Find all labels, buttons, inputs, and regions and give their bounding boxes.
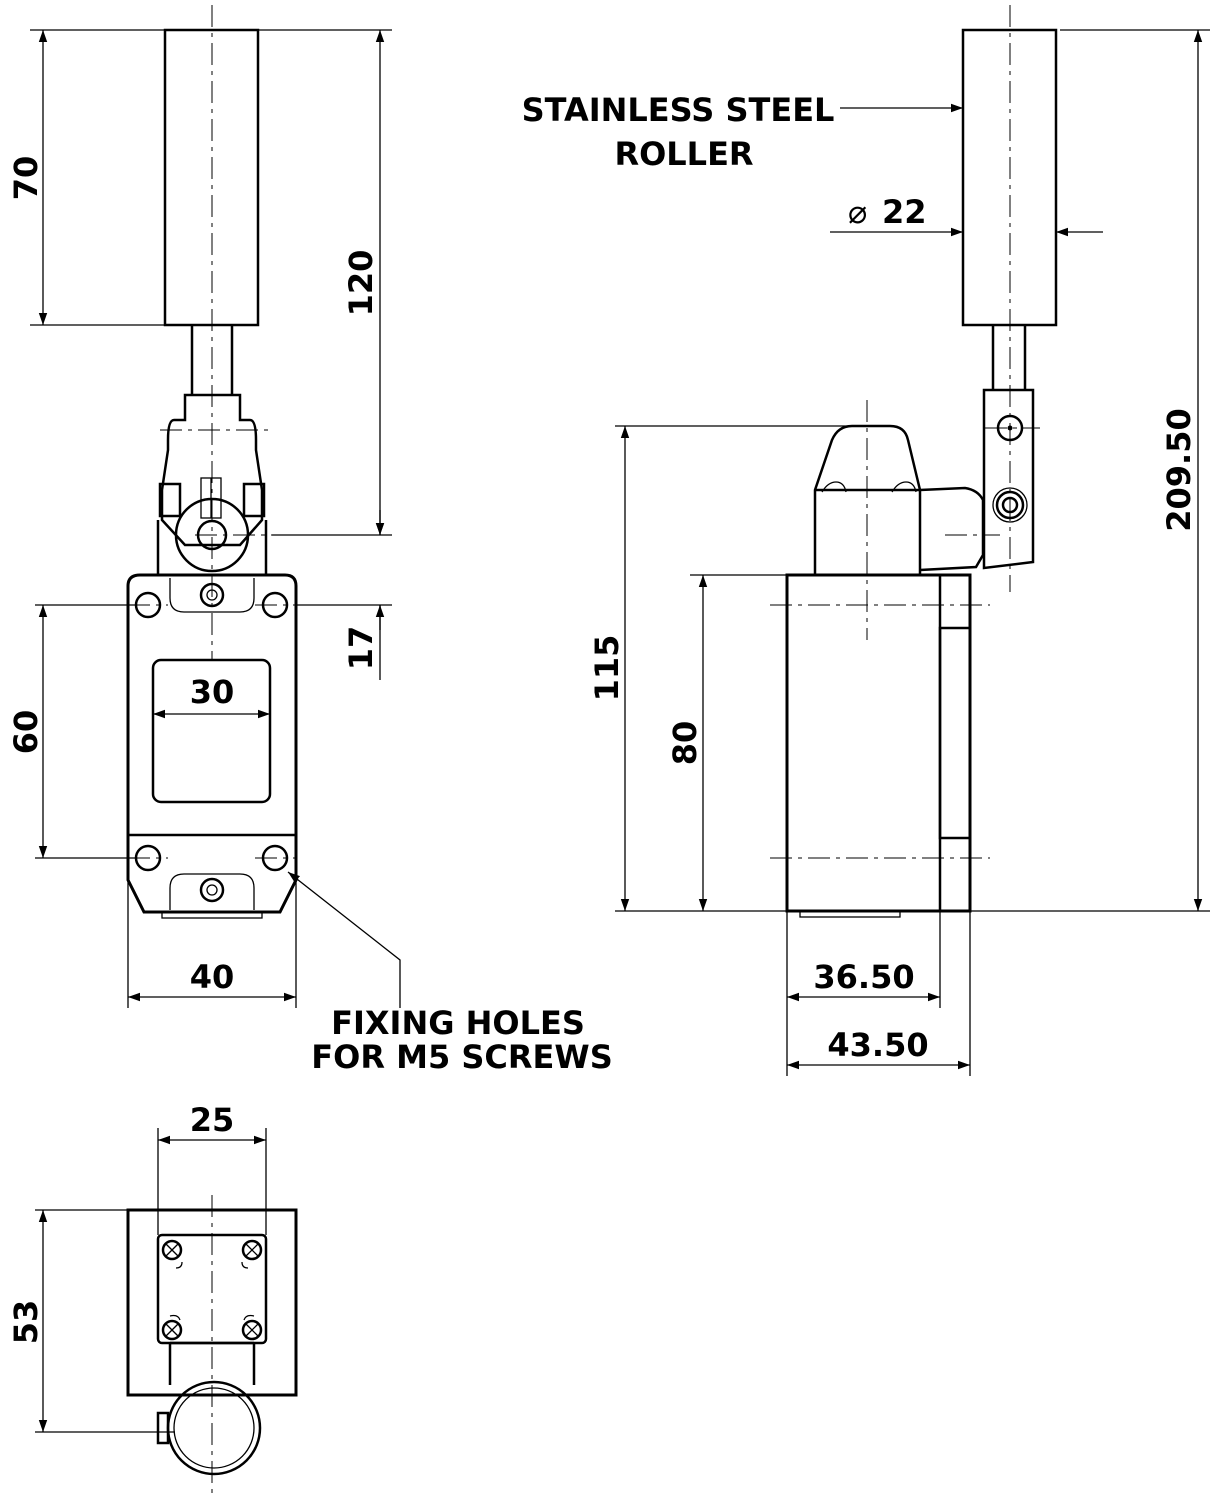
switch-body-front bbox=[126, 573, 298, 914]
body-top bbox=[126, 1208, 298, 1397]
dim-total-height: 209.50 bbox=[1160, 408, 1198, 531]
front-dimensions: 70 120 17 60 30 40 FIXING HOLES FOR M5 S… bbox=[7, 29, 613, 1076]
note-fixing-holes-line2: FOR M5 SCREWS bbox=[311, 1038, 612, 1076]
dim-roller-length: 70 bbox=[7, 156, 45, 201]
dim-top-depth: 53 bbox=[7, 1300, 45, 1345]
window bbox=[151, 658, 272, 804]
note-fixing-holes-line1: FIXING HOLES bbox=[331, 1004, 585, 1042]
front-view bbox=[126, 5, 380, 919]
dim-body-depth: 36.50 bbox=[813, 958, 914, 996]
note-roller-line1: STAINLESS STEEL bbox=[522, 91, 835, 129]
dim-body-height: 80 bbox=[666, 721, 704, 766]
dim-diameter-symbol: ⌀ bbox=[848, 193, 867, 231]
switch-body-side bbox=[785, 573, 972, 913]
dim-top-width: 25 bbox=[190, 1101, 235, 1139]
dim-mount-hole-vertical: 60 bbox=[7, 710, 45, 755]
dim-total-depth: 43.50 bbox=[827, 1026, 928, 1064]
top-dimensions: 25 53 bbox=[7, 1101, 267, 1433]
dim-body-width: 40 bbox=[190, 958, 235, 996]
dim-roller-diameter: 22 bbox=[882, 193, 927, 231]
note-roller-line2: ROLLER bbox=[614, 135, 753, 173]
side-dimensions: STAINLESS STEEL ROLLER ⌀ 22 209.50 115 8… bbox=[522, 29, 1210, 1076]
cover-screws bbox=[161, 1239, 263, 1341]
top-view bbox=[126, 1195, 298, 1495]
actuator-head bbox=[813, 424, 922, 575]
lever-head bbox=[160, 393, 264, 547]
dim-lever-height: 120 bbox=[342, 250, 380, 317]
side-view bbox=[770, 5, 1058, 918]
dim-housing-height: 115 bbox=[588, 635, 626, 702]
roller-front bbox=[163, 28, 260, 327]
dim-lever-offset: 17 bbox=[342, 626, 380, 671]
dim-window-width: 30 bbox=[190, 673, 235, 711]
